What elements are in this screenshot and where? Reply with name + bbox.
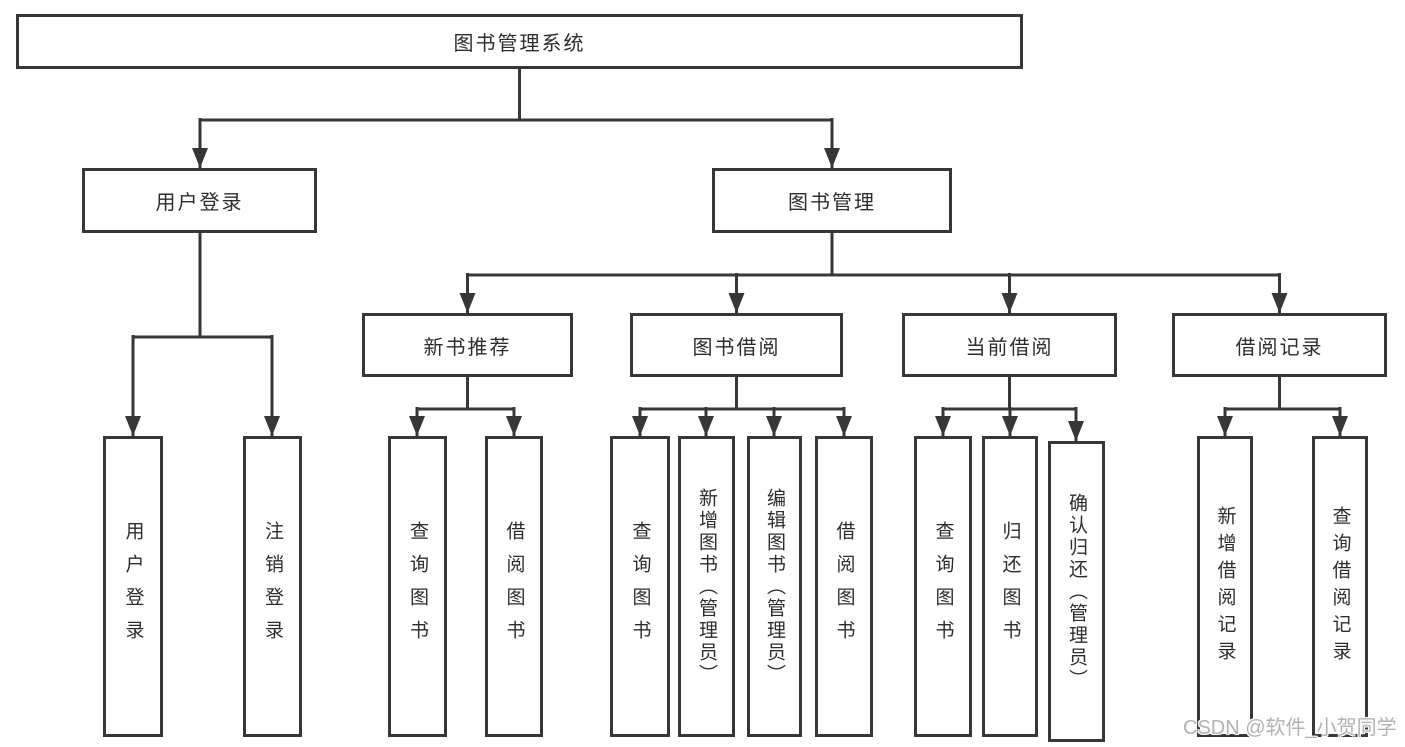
leaf-query-books-recommend: 查询图书 bbox=[388, 436, 447, 737]
node-label: 查询图书 bbox=[629, 520, 651, 653]
node-label: 借阅记录 bbox=[1235, 336, 1324, 359]
node-label: 用户登录 bbox=[122, 520, 144, 653]
node-borrow-records: 借阅记录 bbox=[1172, 313, 1387, 377]
node-label: 编辑图书（管理员） bbox=[764, 487, 785, 686]
node-label: 新增借阅记录 bbox=[1214, 505, 1236, 668]
connector-user-login bbox=[133, 233, 272, 339]
node-label: 图书管理 bbox=[788, 192, 876, 214]
leaf-confirm-return-admin: 确认归还（管理员） bbox=[1048, 441, 1105, 742]
node-root: 图书管理系统 bbox=[16, 14, 1023, 69]
connector-new-book bbox=[417, 377, 514, 411]
node-label: 归还图书 bbox=[999, 520, 1021, 653]
leaf-borrow-books: 借阅图书 bbox=[815, 436, 873, 737]
node-new-book-recommend: 新书推荐 bbox=[362, 313, 573, 377]
connector-current-borrow bbox=[943, 377, 1076, 411]
node-label: 确认归还（管理员） bbox=[1066, 492, 1087, 691]
node-label: 用户登录 bbox=[155, 192, 244, 214]
leaf-query-books-borrow: 查询图书 bbox=[610, 436, 670, 737]
node-label: 查询图书 bbox=[932, 520, 954, 653]
connector-book-management bbox=[467, 233, 1280, 277]
node-book-management: 图书管理 bbox=[712, 168, 952, 233]
node-label: 借阅图书 bbox=[503, 520, 525, 653]
node-book-borrow: 图书借阅 bbox=[630, 313, 843, 377]
node-label: 当前借阅 bbox=[965, 336, 1054, 359]
leaf-user-login: 用户登录 bbox=[103, 436, 163, 737]
node-label: 新书推荐 bbox=[423, 336, 512, 359]
connector-borrow-records bbox=[1225, 377, 1340, 411]
leaf-borrow-books-recommend: 借阅图书 bbox=[485, 436, 543, 737]
watermark: CSDN @软件_小贺同学 bbox=[1183, 717, 1397, 739]
leaf-add-book-admin: 新增图书（管理员） bbox=[678, 436, 735, 737]
connector-root bbox=[200, 69, 832, 122]
leaf-add-borrow-record: 新增借阅记录 bbox=[1197, 436, 1253, 737]
leaf-return-book: 归还图书 bbox=[982, 436, 1038, 737]
node-label: 查询图书 bbox=[407, 520, 428, 653]
node-label: 图书管理系统 bbox=[453, 33, 586, 55]
node-user-login: 用户登录 bbox=[82, 168, 317, 233]
connector-book-borrow bbox=[640, 377, 844, 411]
node-label: 图书借阅 bbox=[692, 336, 781, 359]
leaf-logout-login: 注销登录 bbox=[243, 436, 302, 737]
node-label: 注销登录 bbox=[262, 520, 283, 653]
leaf-query-books-current: 查询图书 bbox=[914, 436, 972, 737]
node-label: 借阅图书 bbox=[833, 520, 855, 653]
node-label: 新增图书（管理员） bbox=[696, 487, 717, 686]
leaf-query-borrow-record: 查询借阅记录 bbox=[1312, 436, 1368, 737]
node-label: 查询借阅记录 bbox=[1329, 505, 1351, 668]
node-current-borrow: 当前借阅 bbox=[902, 313, 1117, 377]
leaf-edit-book-admin: 编辑图书（管理员） bbox=[747, 436, 802, 737]
